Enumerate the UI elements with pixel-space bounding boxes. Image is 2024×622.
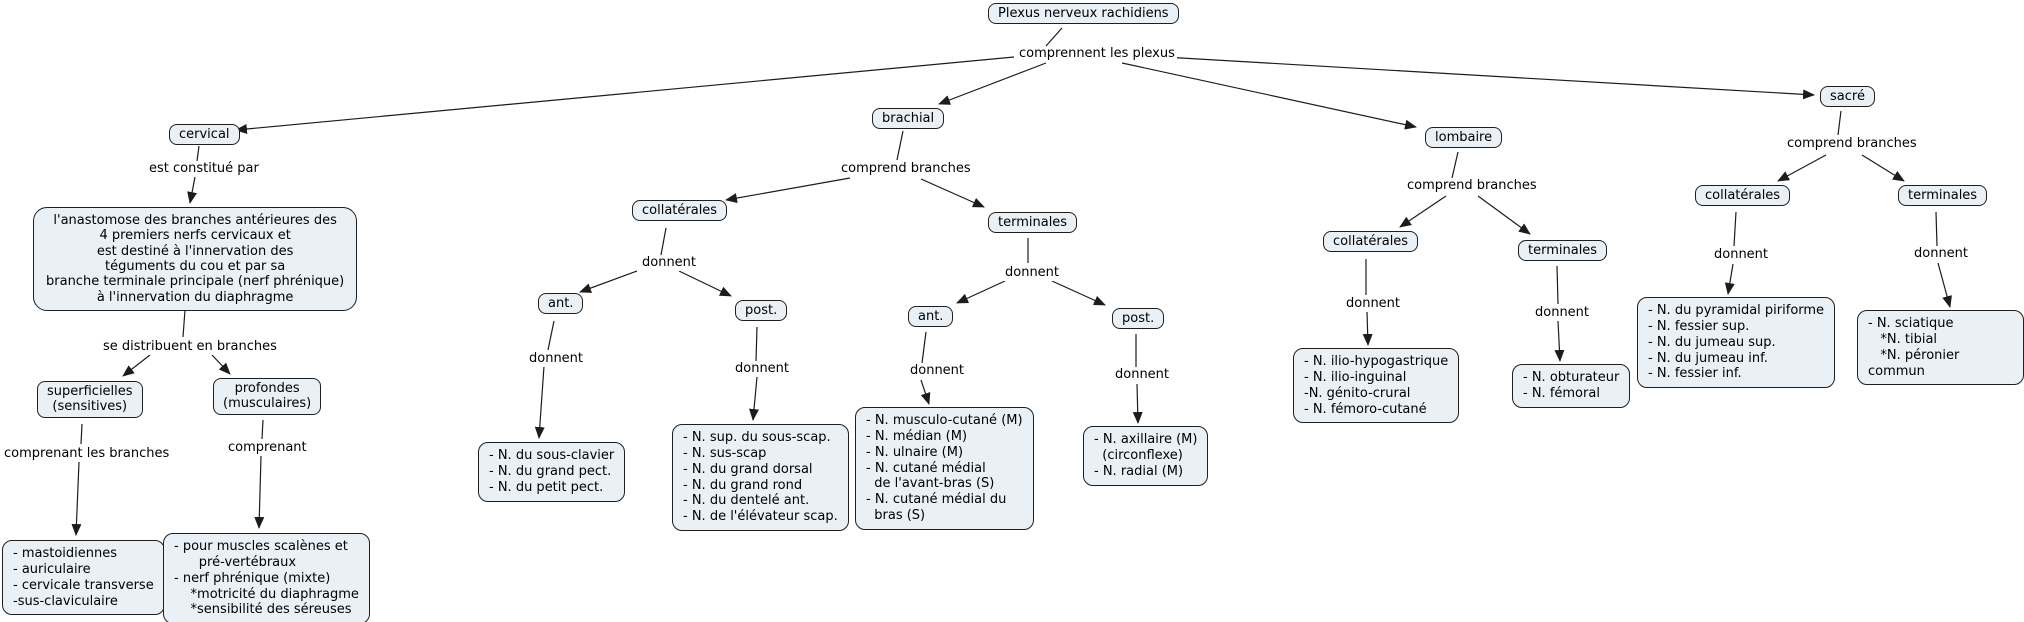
node-sacre-collaterales[interactable]: collatérales [1695,185,1791,207]
link-brachial-collaterales-donnent: donnent [640,255,699,271]
list-brachial-terminales-ant[interactable]: - N. musculo-cutané (M) - N. médian (M) … [855,407,1034,531]
node-sacre-terminales[interactable]: terminales [1898,185,1988,207]
node-brachial-terminales-ant[interactable]: ant. [908,306,954,328]
node-sacre[interactable]: sacré [1820,86,1875,108]
link-est-constitue-par: est constitué par [147,161,261,177]
link-comprenant: comprenant [226,440,309,456]
link-brachial-term-ant-donnent: donnent [908,363,967,379]
node-cervical[interactable]: cervical [169,124,240,146]
node-plexus-nerveux-rachidiens[interactable]: Plexus nerveux rachidiens [988,3,1179,25]
node-lombaire[interactable]: lombaire [1425,127,1503,149]
node-brachial-collaterales-post[interactable]: post. [735,300,788,322]
list-branches-profondes[interactable]: - pour muscles scalènes et pré-vertébrau… [163,533,370,622]
link-brachial-term-post-donnent: donnent [1113,367,1172,383]
link-brachial-coll-post-donnent: donnent [733,361,792,377]
list-sacre-collaterales[interactable]: - N. du pyramidal piriforme - N. fessier… [1637,297,1836,389]
link-lombaire-term-donnent: donnent [1533,305,1592,321]
node-brachial-terminales[interactable]: terminales [988,212,1078,234]
link-sacre-term-donnent: donnent [1912,246,1971,262]
link-comprenant-les-branches: comprenant les branches [2,446,172,462]
list-branches-superficielles[interactable]: - mastoidiennes - auriculaire - cervical… [2,540,165,616]
link-brachial-comprend-branches: comprend branches [839,161,973,177]
list-lombaire-collaterales[interactable]: - N. ilio-hypogastrique - N. ilio-inguin… [1293,348,1460,424]
list-brachial-collaterales-ant[interactable]: - N. du sous-clavier - N. du grand pect.… [478,442,626,502]
list-brachial-terminales-post[interactable]: - N. axillaire (M) (circonflexe) - N. ra… [1083,426,1209,486]
list-lombaire-terminales[interactable]: - N. obturateur - N. fémoral [1512,364,1631,408]
list-brachial-collaterales-post[interactable]: - N. sup. du sous-scap. - N. sus-scap - … [672,424,849,532]
node-superficielles-sensitives[interactable]: superficielles (sensitives) [37,381,143,418]
link-sacre-coll-donnent: donnent [1712,247,1771,263]
link-brachial-coll-ant-donnent: donnent [527,351,586,367]
node-brachial-collaterales-ant[interactable]: ant. [538,293,584,315]
list-sacre-terminales[interactable]: - N. sciatique *N. tibial *N. péronier c… [1857,310,2024,386]
link-se-distribuent-en-branches: se distribuent en branches [101,339,279,355]
node-profondes-musculaires[interactable]: profondes (musculaires) [213,378,322,415]
link-comprennent-les-plexus: comprennent les plexus [1017,46,1177,62]
node-cervical-description[interactable]: l'anastomose des branches antérieures de… [33,207,358,311]
link-lombaire-coll-donnent: donnent [1344,296,1403,312]
link-brachial-terminales-donnent: donnent [1003,265,1062,281]
node-lombaire-terminales[interactable]: terminales [1518,240,1608,262]
node-brachial-terminales-post[interactable]: post. [1112,308,1165,330]
node-brachial[interactable]: brachial [872,108,945,130]
node-lombaire-collaterales[interactable]: collatérales [1323,231,1419,253]
link-sacre-comprend-branches: comprend branches [1785,136,1919,152]
node-brachial-collaterales[interactable]: collatérales [632,200,728,222]
link-lombaire-comprend-branches: comprend branches [1405,178,1539,194]
